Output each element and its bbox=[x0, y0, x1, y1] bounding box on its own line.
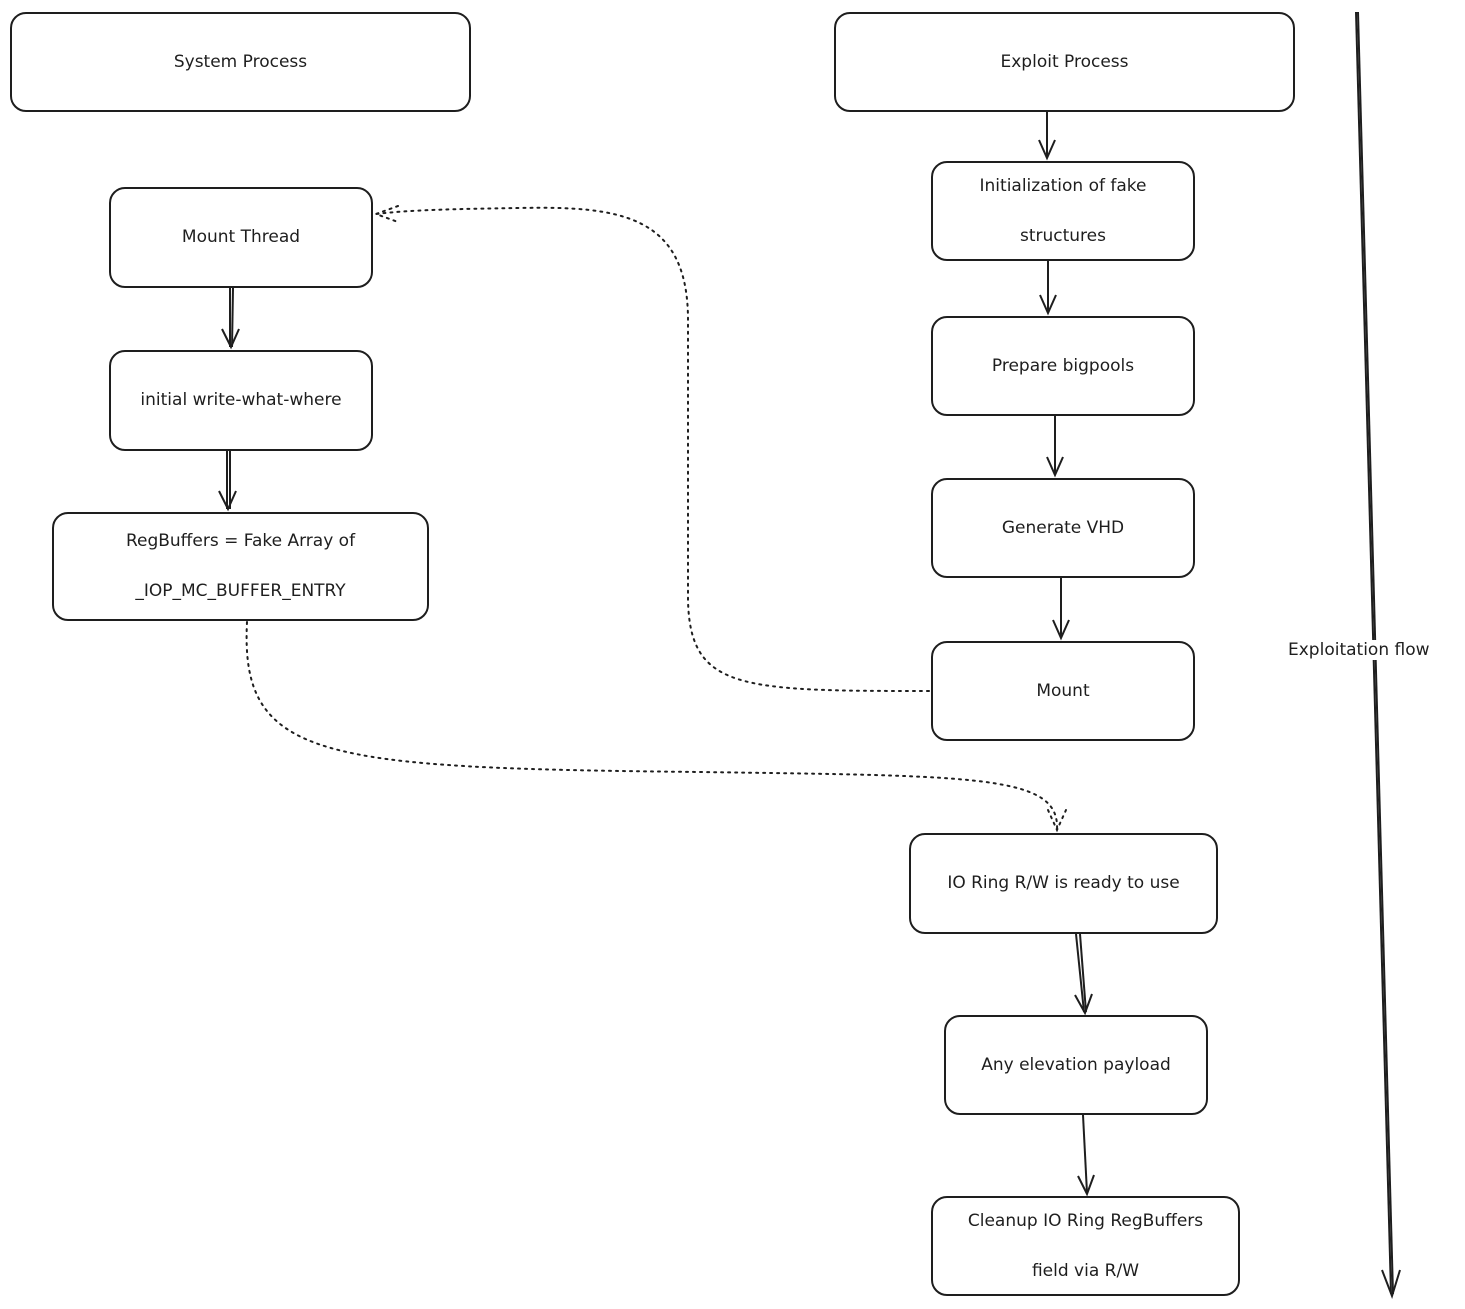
exploitation-flow-label: Exploitation flow bbox=[1284, 640, 1434, 660]
elevation-payload-node: Any elevation payload bbox=[944, 1015, 1208, 1115]
system-process-node: System Process bbox=[10, 12, 471, 112]
cleanup-label-line2: field via R/W bbox=[1031, 1260, 1140, 1281]
edge-payload-to-cleanup bbox=[1077, 1114, 1095, 1197]
exploit-process-node: Exploit Process bbox=[834, 12, 1295, 112]
edge-init-to-bigpools bbox=[1039, 261, 1057, 316]
prepare-bigpools-label: Prepare bigpools bbox=[991, 355, 1135, 376]
init-fake-label-line1: Initialization of fake bbox=[979, 175, 1147, 196]
edge-www-to-regbuffers bbox=[218, 451, 237, 512]
system-process-label: System Process bbox=[173, 51, 308, 72]
edge-mountthread-to-www bbox=[221, 287, 240, 350]
cleanup-label-line1: Cleanup IO Ring RegBuffers bbox=[967, 1210, 1204, 1231]
initial-www-node: initial write-what-where bbox=[109, 350, 373, 451]
regbuffers-label-line1: RegBuffers = Fake Array of bbox=[125, 531, 356, 551]
init-fake-label-line2: structures bbox=[1019, 225, 1106, 246]
mount-thread-label: Mount Thread bbox=[181, 227, 301, 247]
edge-ioring-to-payload bbox=[1074, 933, 1093, 1016]
ioring-ready-node: IO Ring R/W is ready to use bbox=[909, 833, 1218, 934]
elevation-payload-label: Any elevation payload bbox=[981, 1054, 1171, 1075]
mount-label: Mount bbox=[1036, 680, 1090, 701]
edge-exploit-to-init bbox=[1038, 112, 1056, 161]
init-fake-structures-node: Initialization of fake structures bbox=[931, 161, 1195, 261]
prepare-bigpools-node: Prepare bigpools bbox=[931, 316, 1195, 416]
exploit-process-label: Exploit Process bbox=[1000, 51, 1129, 72]
initial-www-label: initial write-what-where bbox=[140, 390, 342, 410]
generate-vhd-node: Generate VHD bbox=[931, 478, 1195, 578]
cleanup-node: Cleanup IO Ring RegBuffers field via R/W bbox=[931, 1196, 1240, 1296]
edge-bigpools-to-vhd bbox=[1046, 416, 1064, 478]
regbuffers-node: RegBuffers = Fake Array of _IOP_MC_BUFFE… bbox=[52, 512, 429, 621]
ioring-ready-label: IO Ring R/W is ready to use bbox=[947, 873, 1180, 893]
generate-vhd-label: Generate VHD bbox=[1001, 517, 1125, 538]
edge-vhd-to-mount bbox=[1052, 578, 1070, 641]
edge-regbuffers-to-ioring bbox=[245, 621, 1067, 833]
edge-mount-to-mountthread bbox=[373, 205, 930, 692]
mount-node: Mount bbox=[931, 641, 1195, 741]
mount-thread-node: Mount Thread bbox=[109, 187, 373, 288]
regbuffers-label-line2: _IOP_MC_BUFFER_ENTRY bbox=[135, 581, 346, 601]
